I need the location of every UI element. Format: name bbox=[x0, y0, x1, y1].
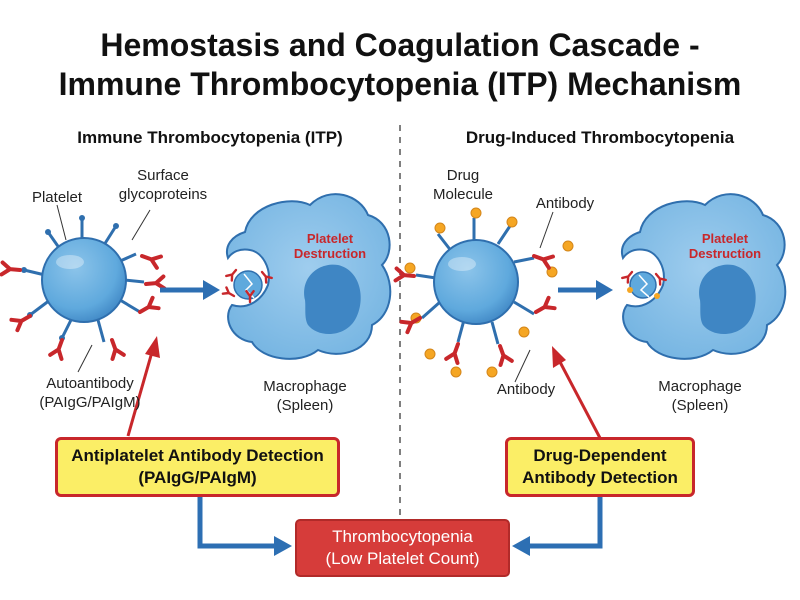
drug-arrow-to-macrophage bbox=[558, 280, 613, 300]
drug-macrophage-label: Macrophage (Spleen) bbox=[658, 378, 742, 414]
drug-arrow-to-result bbox=[512, 496, 603, 556]
itp-engulfed-platelet bbox=[233, 270, 263, 300]
drug-dependent-detection-box: Drug-Dependent Antibody Detection bbox=[505, 437, 695, 497]
antibody-top-label: Antibody bbox=[535, 195, 595, 212]
itp-arrow-to-macrophage bbox=[160, 280, 220, 300]
diagram-title: Hemostasis and Coagulation Cascade - Imm… bbox=[0, 26, 800, 104]
drug-molecules bbox=[404, 207, 574, 378]
autoantibody-label: Autoantibody (PAIgG/PAIgM) bbox=[39, 375, 141, 411]
platelet-label: Platelet bbox=[31, 189, 83, 206]
drug-platelet-spikes bbox=[415, 218, 535, 345]
title-line-1: Hemostasis and Coagulation Cascade - bbox=[100, 27, 700, 63]
drug-macrophage-nucleus bbox=[699, 264, 756, 335]
antibody-bottom-label: Antibody bbox=[496, 381, 556, 398]
itp-red-arrow bbox=[126, 336, 160, 437]
drug-molecule-label: Drug Molecule bbox=[432, 167, 494, 203]
title-line-2: Immune Thrombocytopenia (ITP) Mechanism bbox=[58, 66, 742, 102]
drug-red-arrow bbox=[552, 346, 602, 439]
itp-destruction-label: Platelet Destruction bbox=[293, 231, 367, 261]
itp-platelet bbox=[41, 237, 127, 323]
drug-engulfed-platelet bbox=[629, 271, 657, 299]
antiplatelet-detection-box: Antiplatelet Antibody Detection (PAIgG/P… bbox=[55, 437, 340, 497]
glycoprotein-label: Surface glycoproteins bbox=[118, 167, 208, 203]
itp-arrow-to-result bbox=[197, 496, 292, 556]
drug-destruction-label: Platelet Destruction bbox=[688, 231, 762, 261]
itp-macrophage-label: Macrophage (Spleen) bbox=[263, 378, 347, 414]
thrombocytopenia-result-box: Thrombocytopenia (Low Platelet Count) bbox=[295, 519, 510, 577]
itp-heading: Immune Thrombocytopenia (ITP) bbox=[77, 128, 343, 147]
itp-macrophage-nucleus bbox=[304, 264, 361, 335]
drug-platelet bbox=[433, 239, 519, 325]
drug-heading: Drug-Induced Thrombocytopenia bbox=[465, 128, 735, 147]
